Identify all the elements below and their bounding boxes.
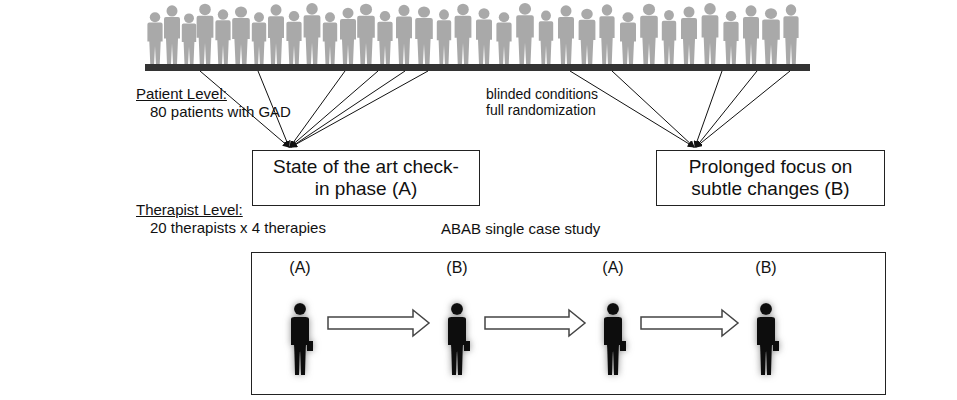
person-silhouette (558, 5, 574, 64)
allocation-line (291, 71, 428, 147)
person-silhouette (599, 4, 614, 64)
person-silhouette (437, 9, 451, 64)
therapist-icon (593, 283, 633, 383)
allocation-line (290, 71, 345, 147)
therapist-silhouette (291, 303, 313, 375)
single-case-frame: ABAB single case study(A)(B)(A)(B) (251, 252, 886, 395)
person-silhouette (662, 10, 676, 64)
therapist-icon (746, 283, 786, 383)
therapist-silhouette (604, 303, 626, 375)
therapist-phase: (B) (746, 259, 786, 387)
person-silhouette (182, 13, 196, 64)
level-heading: Patient Level: (136, 85, 227, 102)
person-silhouette (455, 4, 472, 64)
allocation-line (696, 71, 757, 147)
icon-body (448, 317, 470, 375)
therapist-icon (280, 283, 320, 383)
icon-head (607, 303, 619, 315)
ground-bar (145, 64, 810, 71)
person-silhouette (396, 5, 412, 64)
person-silhouette (377, 11, 392, 64)
person-silhouette (232, 7, 250, 65)
condition-box: Prolonged focus on subtle changes (B) (656, 150, 885, 206)
condition-label: Prolonged focus on subtle changes (B) (673, 156, 868, 200)
allocation-line (612, 71, 694, 147)
person-silhouette (620, 12, 636, 64)
person-silhouette (496, 12, 511, 64)
phase-label: (B) (446, 259, 467, 277)
person-silhouette (723, 11, 738, 64)
person-silhouette (304, 3, 321, 64)
phase-label: (A) (289, 259, 310, 277)
therapist-phase: (A) (593, 259, 633, 387)
allocation-line (695, 71, 722, 147)
person-silhouette (476, 8, 492, 64)
person-silhouette (743, 5, 759, 64)
frame-heading: ABAB single case study (441, 220, 600, 237)
allocation-line (696, 71, 790, 147)
icon-head (760, 303, 772, 315)
person-silhouette (286, 11, 301, 64)
crowd-people (147, 3, 798, 64)
therapist-silhouette (448, 303, 470, 375)
person-silhouette (164, 5, 180, 64)
person-silhouette (268, 4, 284, 64)
person-silhouette (415, 7, 433, 65)
condition-box: State of the art check-in phase (A) (252, 150, 480, 206)
allocation-line (290, 71, 378, 147)
person-silhouette (197, 4, 214, 64)
person-silhouette (252, 12, 266, 64)
condition-label: State of the art check-in phase (A) (269, 156, 464, 200)
phase-label: (B) (755, 259, 776, 277)
person-silhouette (762, 8, 780, 64)
person-silhouette (323, 12, 337, 64)
person-silhouette (516, 3, 534, 64)
person-silhouette (215, 9, 230, 64)
icon-head (294, 303, 306, 315)
person-silhouette (357, 4, 375, 64)
allocation-line (291, 71, 405, 147)
person-silhouette (579, 9, 596, 64)
annotation-text: blinded conditions full randomization (486, 86, 608, 118)
person-silhouette (539, 11, 553, 64)
annotation-text: 20 therapists x 4 therapies (150, 219, 326, 236)
therapist-phase: (B) (437, 259, 477, 387)
annotation-text: 80 patients with GAD (150, 103, 291, 120)
therapist-silhouette (757, 303, 779, 375)
icon-body (604, 317, 626, 375)
person-silhouette (147, 12, 162, 64)
icon-body (291, 317, 313, 375)
therapist-phase: (A) (280, 259, 320, 387)
person-silhouette (783, 4, 798, 64)
person-silhouette (681, 7, 697, 65)
phase-label: (A) (602, 259, 623, 277)
person-silhouette (340, 8, 356, 64)
therapist-icon (437, 283, 477, 383)
person-silhouette (640, 4, 658, 64)
icon-head (451, 303, 463, 315)
level-heading: Therapist Level: (136, 201, 243, 218)
icon-body (757, 317, 779, 375)
person-silhouette (702, 3, 719, 64)
